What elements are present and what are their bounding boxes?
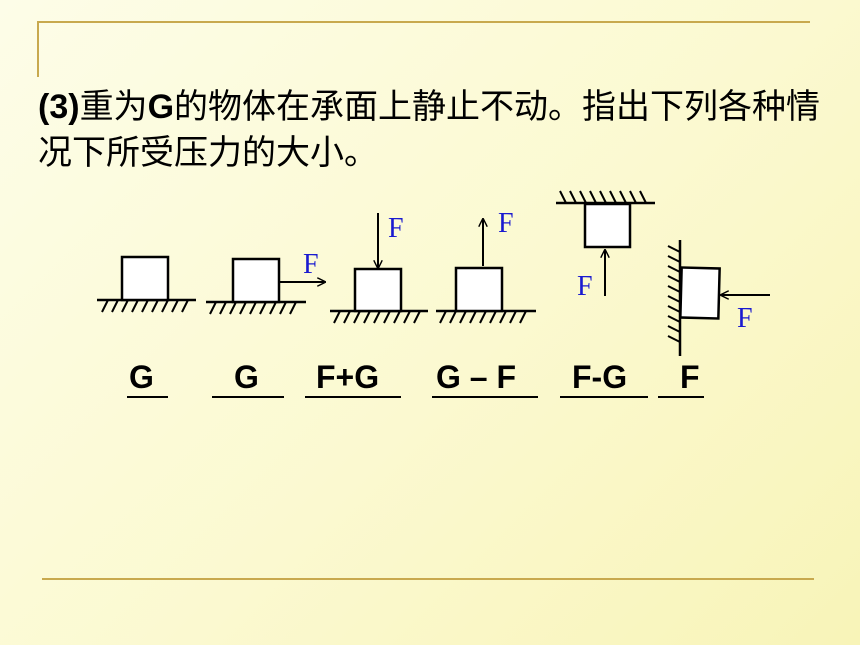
answer-underline-1: [127, 396, 168, 398]
answer-underline-2: [212, 396, 284, 398]
question-part-2: 的物体在承面上静止不动。指出下列各种情况下所受压力的大小。: [38, 88, 821, 172]
force-label-6: F: [737, 303, 753, 334]
question-part-1: 重为: [79, 88, 148, 126]
force-label-4: F: [498, 208, 514, 239]
wall-hatch: [667, 245, 681, 343]
answer-6: F: [680, 359, 700, 395]
answer-5: F-G: [572, 359, 628, 395]
answer-underline-3: [305, 396, 401, 398]
question-number: (3): [38, 88, 80, 126]
answer-underline-5: [560, 396, 648, 398]
answer-2: G: [234, 359, 259, 395]
floor-hatch-4: [439, 310, 527, 324]
force-label-5: F: [577, 271, 593, 302]
question-text: (3)重为G的物体在承面上静止不动。指出下列各种情况下所受压力的大小。: [38, 84, 828, 176]
answer-4: G – F: [436, 359, 517, 395]
diagram-2-horizontal-force: F: [206, 249, 324, 315]
bottom-rule: [42, 578, 814, 580]
diagram-1-block-on-floor: [97, 255, 196, 313]
answer-underline-4: [432, 396, 538, 398]
force-label-2: F: [303, 249, 319, 280]
top-rule: [38, 21, 810, 23]
diagram-6-wall: F: [667, 240, 770, 356]
block-5: [583, 202, 632, 249]
left-rule: [37, 21, 39, 77]
diagram-5-ceiling: F: [556, 190, 655, 302]
floor-hatch-1: [101, 299, 189, 313]
weight-symbol: G: [147, 88, 175, 126]
force-label-3: F: [388, 213, 404, 244]
diagram-4-upward-force: F: [436, 208, 536, 324]
floor-hatch-3: [333, 310, 421, 324]
block-1: [120, 255, 170, 302]
answer-1: G: [129, 359, 154, 395]
floor-hatch-2: [209, 301, 297, 315]
block-6: [679, 266, 721, 320]
diagram-3-downward-force: F: [330, 213, 428, 324]
answer-3: F+G: [316, 359, 380, 395]
block-2: [231, 257, 281, 304]
block-3: [353, 267, 403, 313]
answer-underline-6: [658, 396, 704, 398]
block-4: [454, 266, 504, 313]
ceiling-hatch: [559, 190, 647, 204]
